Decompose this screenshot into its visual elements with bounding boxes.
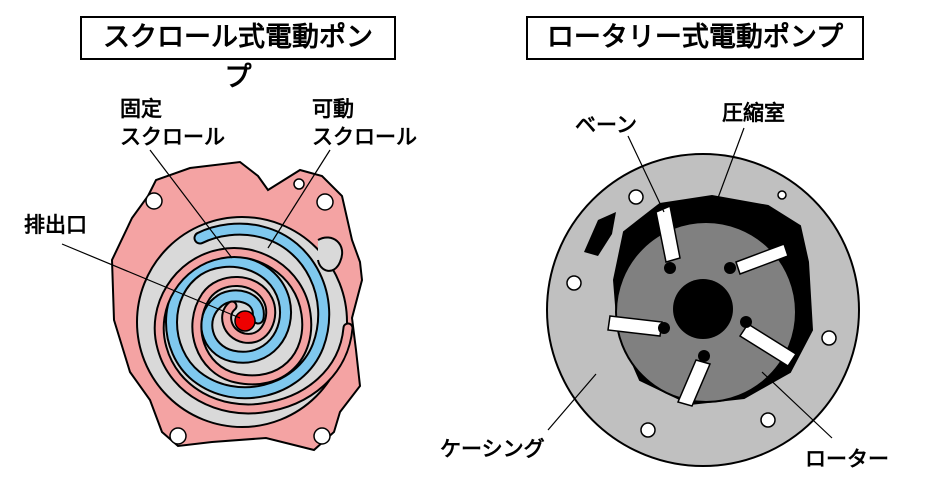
scroll-housing-hole [169,427,187,445]
scroll-pump-diagram [61,149,364,452]
rotor-shaft [673,279,733,339]
movable-scroll-label-line2: スクロール [312,125,417,149]
rotary-pump-title: ロータリー式電動ポンプ [526,16,864,60]
vane-leader [627,135,665,213]
scroll-housing-hole [293,178,305,190]
rotor-label: ローター [805,447,889,471]
vane [676,350,712,407]
fixed-scroll-leader [149,149,233,259]
vane [655,204,681,274]
outlet-port [234,310,256,332]
casing-bolt-hole [628,189,644,205]
scroll-housing-hole [145,192,163,210]
scroll-housing-hole [316,193,334,211]
casing-bolt-hole [821,330,837,346]
casing-label: ケーシング [440,437,545,461]
scroll-housing-hole [313,427,331,445]
outlet-leader [61,243,241,319]
casing-bolt-hole [640,422,656,438]
vane [738,316,798,368]
casing-bolt-hole [760,412,776,428]
casing-port [584,212,616,256]
rotary-pump-diagram [546,127,860,467]
vane-label: ベーン [575,113,637,137]
vane [724,243,789,275]
vane [607,315,670,337]
scroll-pump-title: スクロール式電動ポンプ [80,16,396,93]
casing-bolt-hole [566,275,582,291]
fixed-scroll-label-line2: スクロール [120,125,225,149]
casing-leader [547,373,597,431]
rotor-leader [761,371,833,439]
chamber-leader [711,127,745,215]
movable-scroll-label-line1: 可動 [312,97,354,121]
fixed-scroll-label-line1: 固定 [120,97,162,121]
outlet-label: 排出口 [24,213,87,237]
compression-chamber-label: 圧縮室 [722,101,785,125]
movable-scroll-tail [317,236,343,272]
movable-scroll-leader [267,149,331,249]
casing-bolt-hole [777,190,787,200]
